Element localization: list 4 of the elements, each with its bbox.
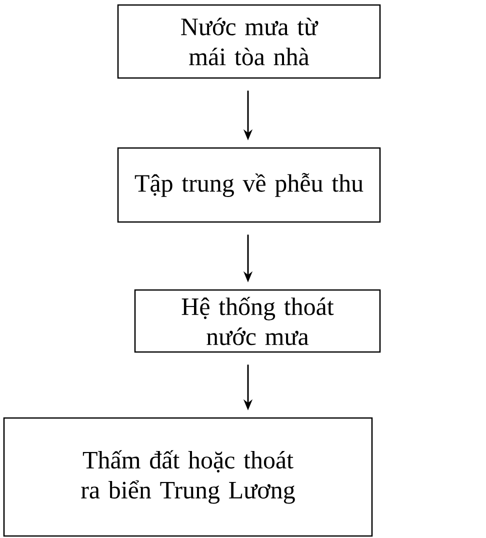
process-box: Thấm đất hoặc thoát ra biển Trung Lương — [3, 417, 373, 537]
process-box: Tập trung về phễu thu — [117, 147, 381, 223]
process-box: Nước mưa từ mái tòa nhà — [117, 4, 381, 79]
process-box: Hệ thống thoát nước mưa — [134, 289, 381, 353]
